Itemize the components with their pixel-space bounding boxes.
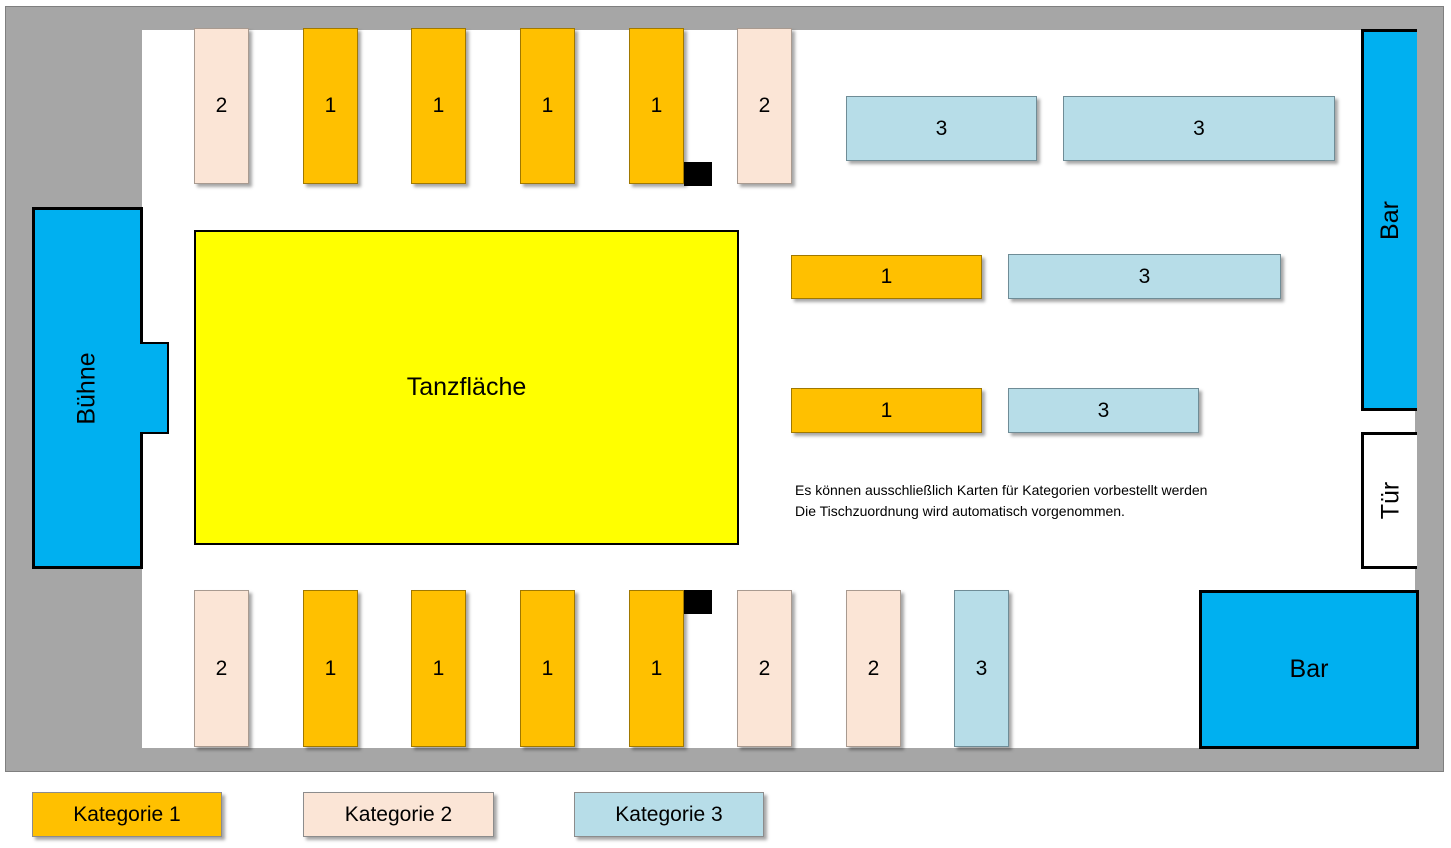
top-marker-square — [684, 162, 712, 186]
bar-corner: Bar — [1199, 590, 1419, 749]
stage-steps — [140, 342, 169, 434]
table-bottom-1[interactable]: 2 — [194, 590, 249, 747]
table-top-5[interactable]: 1 — [629, 28, 684, 184]
table-bottom-7[interactable]: 2 — [846, 590, 901, 747]
table-middle-1b[interactable]: 3 — [1008, 254, 1281, 299]
table-bottom-2[interactable]: 1 — [303, 590, 358, 747]
dance-floor-label: Tanzfläche — [406, 373, 527, 401]
note-line-2: Die Tischzuordnung wird automatisch vorg… — [795, 503, 1125, 519]
table-middle-2a[interactable]: 1 — [791, 388, 982, 433]
bar-right: Bar — [1361, 29, 1417, 411]
legend-category-3: Kategorie 3 — [574, 792, 764, 837]
stage-label: Bühne — [72, 351, 101, 425]
bar-corner-label: Bar — [1289, 655, 1329, 683]
table-top-1[interactable]: 2 — [194, 28, 249, 184]
table-top-3[interactable]: 1 — [411, 28, 466, 184]
table-bottom-8[interactable]: 3 — [954, 590, 1009, 747]
door: Tür — [1361, 432, 1417, 569]
stage: Bühne — [32, 207, 143, 569]
reservation-note: Es können ausschließlich Karten für Kate… — [795, 480, 1207, 522]
bottom-marker-square — [684, 590, 712, 614]
table-top-4[interactable]: 1 — [520, 28, 575, 184]
table-top-right-2[interactable]: 3 — [1063, 96, 1335, 161]
dance-floor: Tanzfläche — [194, 230, 739, 545]
table-middle-1a[interactable]: 1 — [791, 255, 982, 299]
table-top-right-1[interactable]: 3 — [846, 96, 1037, 161]
table-bottom-6[interactable]: 2 — [737, 590, 792, 747]
table-top-6[interactable]: 2 — [737, 28, 792, 184]
legend-category-2: Kategorie 2 — [303, 792, 494, 837]
table-bottom-5[interactable]: 1 — [629, 590, 684, 747]
table-bottom-3[interactable]: 1 — [411, 590, 466, 747]
legend-category-1: Kategorie 1 — [32, 792, 222, 837]
table-bottom-4[interactable]: 1 — [520, 590, 575, 747]
bar-right-label: Bar — [1376, 200, 1404, 240]
note-line-1: Es können ausschließlich Karten für Kate… — [795, 482, 1208, 498]
door-label: Tür — [1376, 481, 1404, 520]
table-middle-2b[interactable]: 3 — [1008, 388, 1199, 433]
table-top-2[interactable]: 1 — [303, 28, 358, 184]
